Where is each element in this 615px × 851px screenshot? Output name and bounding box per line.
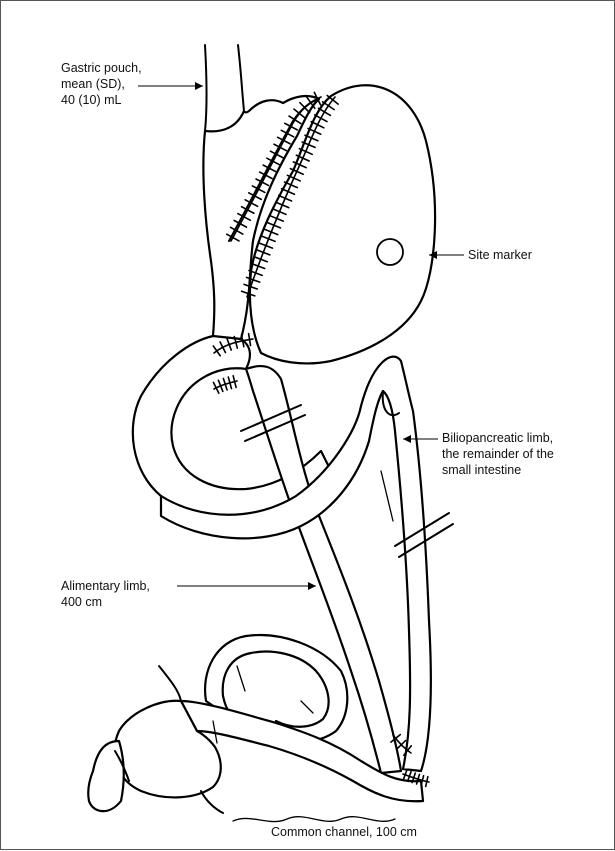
anastomosis-staple-line-tick xyxy=(249,334,251,346)
alimentary-limb-label-line-2: 400 cm xyxy=(61,594,150,610)
alimentary-limb-tube xyxy=(246,366,401,773)
gastric-pouch-label-line-1: Gastric pouch, xyxy=(61,60,142,76)
gastric-pouch-label-line-3: 40 (10) mL xyxy=(61,92,142,108)
site-marker-label: Site marker xyxy=(468,247,532,263)
colon-stub-upper xyxy=(159,666,181,701)
esophagus xyxy=(205,45,244,131)
common-channel-label-line-1: Common channel, 100 cm xyxy=(271,824,417,840)
alimentary-limb-label-line-1: Alimentary limb, xyxy=(61,578,150,594)
biliopancreatic-limb-label-line-2: the remainder of the xyxy=(442,446,554,462)
biliopancreatic-limb-label: Biliopancreatic limb, the remainder of t… xyxy=(442,430,554,478)
common-channel-label: Common channel, 100 cm xyxy=(271,824,417,840)
site-marker-label-line-1: Site marker xyxy=(468,247,532,263)
site-marker-circle xyxy=(377,239,403,265)
alimentary-limb-label: Alimentary limb, 400 cm xyxy=(61,578,150,610)
biliopancreatic-limb-label-line-1: Biliopancreatic limb, xyxy=(442,430,554,446)
colon-stub-lower xyxy=(201,791,223,813)
common-channel-wave xyxy=(233,817,395,822)
gastric-pouch-label: Gastric pouch, mean (SD), 40 (10) mL xyxy=(61,60,142,108)
biliopancreatic-limb-label-line-3: small intestine xyxy=(442,462,554,478)
appendix xyxy=(88,741,124,811)
gastric-pouch-label-line-2: mean (SD), xyxy=(61,76,142,92)
jejunojejunostomy-staple-line-tick xyxy=(426,777,428,787)
